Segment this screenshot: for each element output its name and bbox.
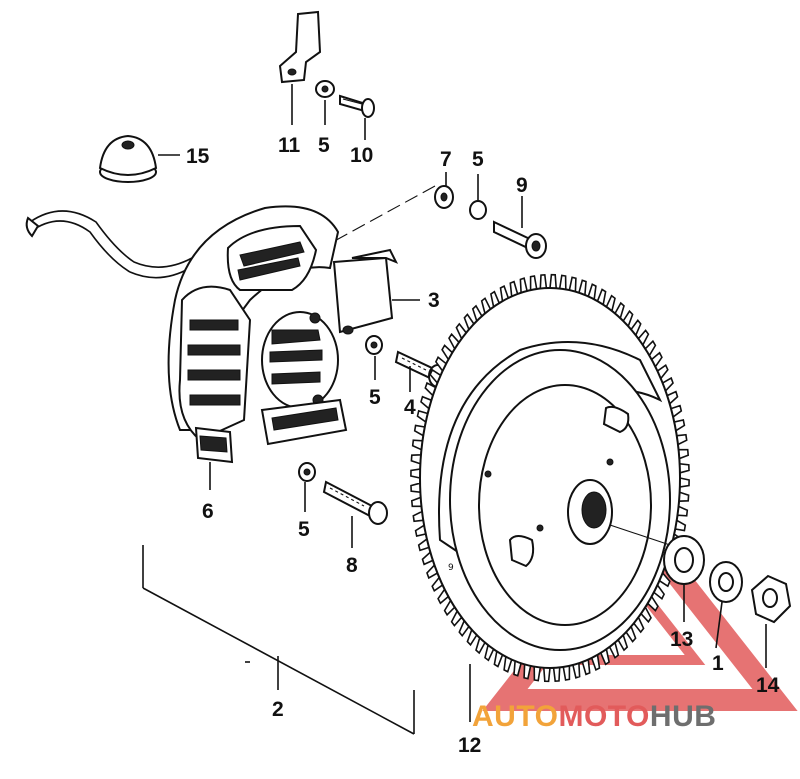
callout-9: 9 xyxy=(516,174,528,197)
svg-text:AUTOMOTOHUB: AUTOMOTOHUB xyxy=(472,700,716,733)
watermark-moto: MOTO xyxy=(558,700,649,733)
callout-5-right: 5 xyxy=(472,148,484,171)
part-9-bolt xyxy=(493,220,547,259)
callout-14: 14 xyxy=(756,674,780,697)
part-12-flywheel: 9 xyxy=(410,273,690,722)
callout-8: 8 xyxy=(346,554,358,577)
part-15-cap xyxy=(98,134,180,183)
part-7-washer xyxy=(434,185,454,209)
svg-text:9: 9 xyxy=(448,563,454,573)
callout-13: 13 xyxy=(670,628,693,651)
callout-15: 15 xyxy=(186,145,210,168)
part-5-washer-right xyxy=(469,200,487,220)
callout-12: 12 xyxy=(458,734,481,757)
part-1-washer xyxy=(709,561,743,649)
part-5-washer-top xyxy=(315,80,335,98)
callout-4: 4 xyxy=(404,396,416,419)
callout-10: 10 xyxy=(350,144,373,167)
callout-2: 2 xyxy=(272,698,284,721)
callout-5-lower: 5 xyxy=(298,518,310,541)
callout-6: 6 xyxy=(202,500,214,523)
part-13-spacer xyxy=(663,535,705,622)
callout-5-top: 5 xyxy=(318,134,330,157)
part-8-bolt xyxy=(322,480,388,525)
part-2-bracket-lines xyxy=(142,545,415,735)
part-5-washer-mid xyxy=(365,335,383,355)
part-11-bracket xyxy=(278,10,322,84)
callout-1: 1 xyxy=(712,652,724,675)
part-5-washer-lower xyxy=(298,462,316,482)
part-10-screw xyxy=(339,94,375,118)
watermark-hub: HUB xyxy=(650,700,717,733)
callout-11: 11 xyxy=(278,134,301,157)
callout-5-mid: 5 xyxy=(369,386,381,409)
part-14-nut xyxy=(750,574,792,668)
watermark-auto: AUTO xyxy=(472,700,558,733)
watermark-text: AUTOMOTOHUB xyxy=(472,700,716,733)
stator-assembly xyxy=(25,205,420,464)
callout-7: 7 xyxy=(440,148,452,171)
callout-3: 3 xyxy=(428,289,440,312)
